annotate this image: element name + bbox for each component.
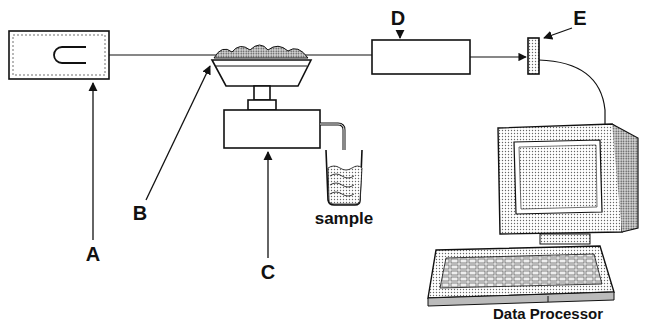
- lamp-housing: [9, 31, 109, 79]
- device-label: Data Processor: [493, 306, 603, 321]
- detector: [528, 38, 539, 74]
- cathode-symbol: [54, 47, 86, 63]
- signal-cable: [539, 60, 605, 125]
- flame: [214, 45, 308, 58]
- nebuliser-box: [224, 110, 320, 148]
- callout-letter: E: [573, 8, 586, 28]
- light-beam: [109, 54, 222, 55]
- monochromator-box: [372, 40, 470, 74]
- sample-label: sample: [315, 210, 374, 227]
- callout-letter: D: [391, 8, 405, 28]
- callout-letter: C: [261, 262, 275, 282]
- computer: [428, 124, 638, 306]
- burner-stem: [254, 86, 270, 100]
- callout-letter: A: [86, 244, 100, 264]
- callout-letter: B: [133, 203, 147, 223]
- burner-head: [212, 60, 311, 86]
- sample-beaker: [326, 150, 362, 205]
